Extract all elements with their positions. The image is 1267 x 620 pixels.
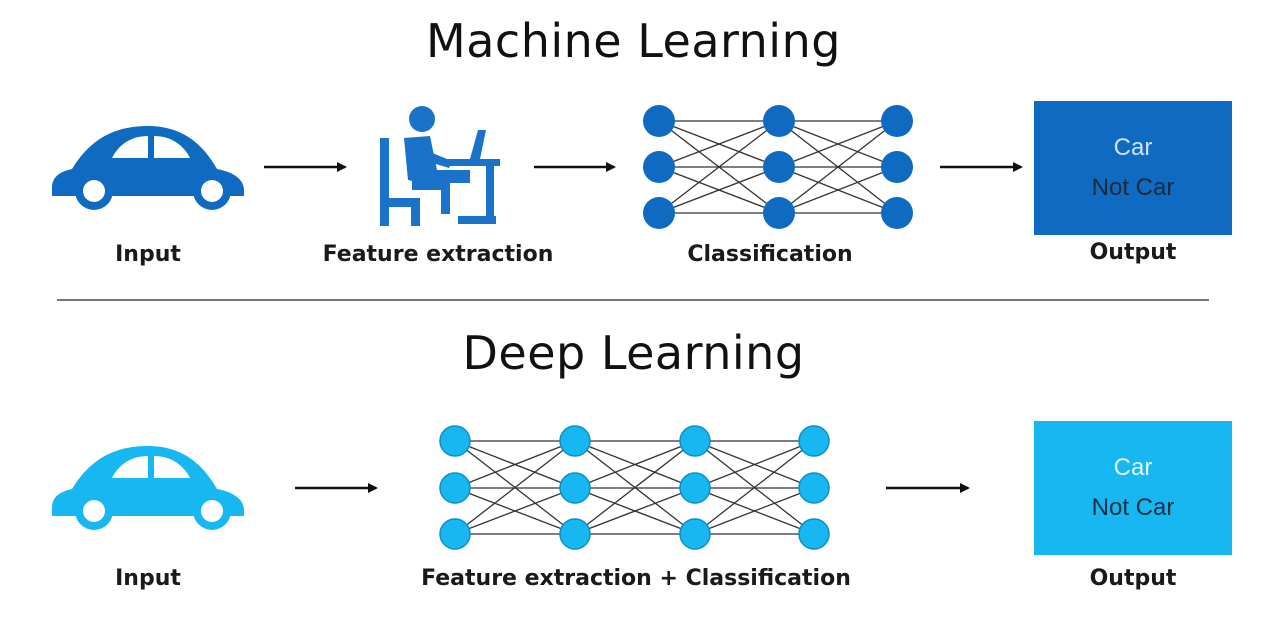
section-divider: [57, 299, 1209, 301]
ml-output-label: Output: [1089, 240, 1177, 265]
network-node: [881, 151, 913, 183]
network-node: [763, 197, 795, 229]
network-node: [559, 518, 591, 550]
network-edge: [574, 487, 696, 535]
network-edge: [574, 440, 696, 489]
ml-output-option-not-car: Not Car: [1091, 174, 1175, 201]
ml-output-box: Car Not Car: [1034, 101, 1232, 235]
network-edge: [778, 120, 898, 214]
network-node: [559, 472, 591, 504]
network-edge: [694, 440, 815, 535]
network-node: [881, 105, 913, 137]
network-node: [439, 425, 471, 457]
ml-output-option-car: Car: [1113, 134, 1153, 161]
ml-input-label: Input: [115, 242, 181, 267]
dl-output-label: Output: [1089, 566, 1177, 591]
network-node: [679, 472, 711, 504]
dl-output-option-car: Car: [1113, 454, 1153, 481]
network-node: [763, 151, 795, 183]
network-node: [643, 197, 675, 229]
ml-section-title: Machine Learning: [426, 14, 841, 68]
network-edge: [454, 487, 576, 535]
network-edge: [658, 120, 780, 168]
network-edge: [778, 166, 898, 214]
network-edge: [574, 440, 696, 535]
network-edge: [454, 440, 576, 535]
ml-feature-person-icon: [380, 106, 500, 226]
network-node: [439, 518, 471, 550]
network-node: [439, 472, 471, 504]
network-node: [798, 425, 830, 457]
ml-input-car-icon: [52, 126, 244, 210]
network-edge: [658, 166, 780, 214]
dl-section-title: Deep Learning: [462, 326, 805, 380]
network-edge: [694, 440, 815, 489]
network-node: [643, 151, 675, 183]
dl-combined-label: Feature extraction + Classification: [421, 566, 851, 591]
dl-input-label: Input: [115, 566, 181, 591]
network-node: [643, 105, 675, 137]
network-node: [798, 518, 830, 550]
network-edge: [778, 120, 898, 168]
network-node: [881, 197, 913, 229]
dl-combined-network-icon: [439, 425, 830, 550]
network-node: [679, 425, 711, 457]
network-node: [679, 518, 711, 550]
network-node: [559, 425, 591, 457]
dl-input-car-icon: [52, 446, 244, 530]
network-node: [763, 105, 795, 137]
network-edge: [454, 440, 576, 489]
ml-classification-network-icon: [643, 105, 913, 229]
ml-feature-label: Feature extraction: [322, 242, 554, 267]
dl-output-box: Car Not Car: [1034, 421, 1232, 555]
network-node: [798, 472, 830, 504]
network-edge: [694, 487, 815, 535]
network-edge: [658, 120, 780, 214]
ml-classification-label: Classification: [687, 242, 853, 267]
dl-output-option-not-car: Not Car: [1091, 494, 1175, 521]
